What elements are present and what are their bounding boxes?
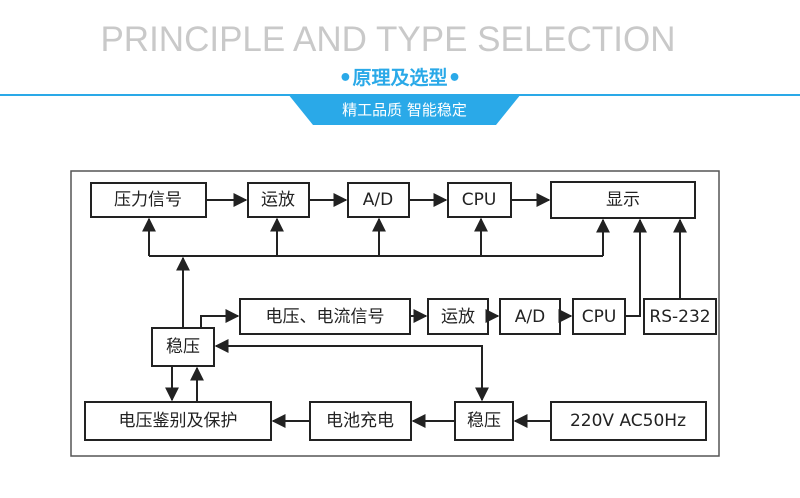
cpu2-to-display <box>625 218 647 317</box>
box-rs232 <box>643 298 717 335</box>
label-voltage-monitor-protect: 电压鉴别及保护 <box>119 411 238 431</box>
english-title: PRINCIPLE AND TYPE SELECTION <box>100 20 676 59</box>
title-dot-right: • <box>447 66 462 91</box>
regulator-link <box>214 339 489 402</box>
label-power-input: 220V AC50Hz <box>570 411 686 431</box>
chinese-title-text: 原理及选型 <box>352 67 448 89</box>
label-adc-2: A/D <box>515 307 545 327</box>
box-voltage-current-signal <box>239 298 411 335</box>
label-regulator-lower: 稳压 <box>467 411 501 431</box>
box-voltage-monitor-protect <box>84 401 272 441</box>
label-pressure-signal: 压力信号 <box>114 190 182 210</box>
label-regulator-upper: 稳压 <box>166 337 200 357</box>
banner-shape <box>288 94 521 125</box>
box-cpu-2 <box>572 298 626 335</box>
slogan-banner: 精工品质 智能稳定 <box>288 94 521 125</box>
label-amplifier-2: 运放 <box>441 307 475 327</box>
regulator-to-vc-signal <box>200 309 240 328</box>
box-amplifier-2 <box>427 298 489 335</box>
label-cpu-1: CPU <box>462 190 497 210</box>
label-display: 显示 <box>606 190 640 210</box>
box-display <box>550 181 696 219</box>
chinese-title: •原理及选型• <box>0 63 800 91</box>
label-adc-1: A/D <box>363 190 393 210</box>
banner-text: 精工品质 智能稳定 <box>342 101 467 119</box>
label-voltage-current-signal: 电压、电流信号 <box>266 307 385 327</box>
label-rs232: RS-232 <box>649 307 710 327</box>
label-cpu-2: CPU <box>582 307 617 327</box>
label-battery-charge: 电池充电 <box>326 411 394 431</box>
box-amplifier-1 <box>247 182 310 218</box>
label-amplifier-1: 运放 <box>261 190 295 210</box>
title-dot-left: • <box>338 66 353 91</box>
box-cpu-1 <box>447 182 512 218</box>
diagram-frame <box>70 170 720 457</box>
